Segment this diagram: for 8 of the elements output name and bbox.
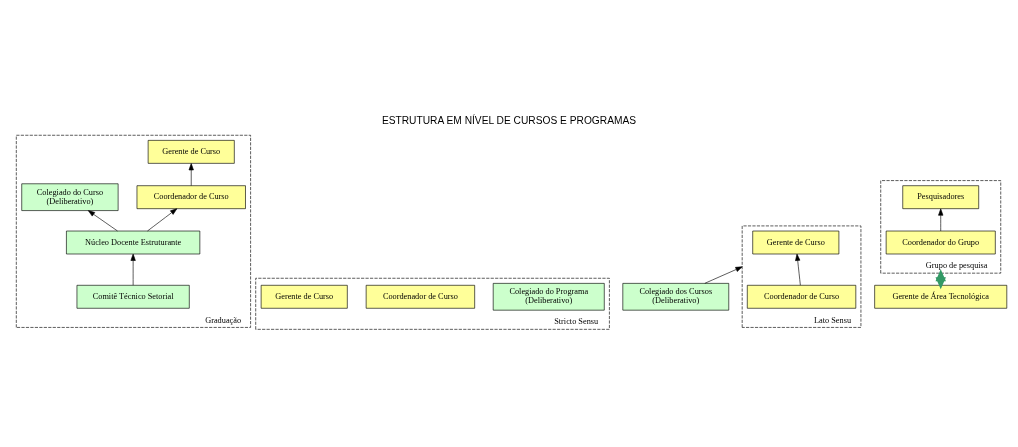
arrow — [704, 266, 743, 284]
diagram-title: ESTRUTURA EM NÍVEL DE CURSOS E PROGRAMAS — [381, 114, 637, 126]
arrow — [938, 208, 944, 231]
arrow — [188, 162, 194, 186]
arrow — [147, 207, 178, 231]
arrow — [87, 209, 118, 231]
arrow — [795, 253, 801, 285]
arrow — [130, 253, 136, 285]
